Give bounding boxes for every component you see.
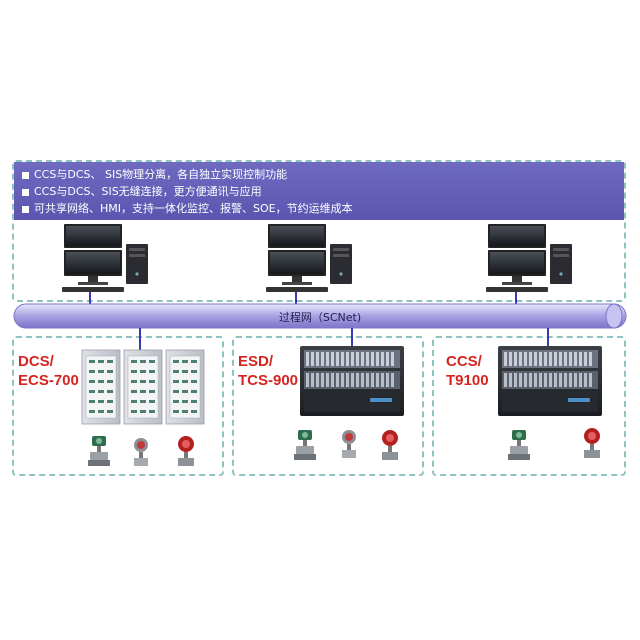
system-label-line: ECS-700: [18, 372, 79, 389]
system-label-line: ESD/: [238, 353, 274, 370]
workstation-icon: [266, 224, 352, 292]
ccs-label: CCS/ T9100: [446, 352, 489, 390]
system-label-line: DCS/: [18, 353, 54, 370]
pressure-transmitter-icon: [584, 428, 600, 458]
feature-bullet-2: CCS与DCS、SIS无缝连接，更方便通讯与应用: [22, 184, 262, 200]
feature-bullet-text: CCS与DCS、SIS无缝连接，更方便通讯与应用: [34, 185, 262, 198]
workstation-icon: [486, 224, 572, 292]
feature-bullet-3: 可共享网络、HMI，支持一体化监控、报警、SOE，节约运维成本: [22, 201, 353, 217]
pressure-transmitter-icon: [382, 430, 398, 460]
bullet-square-icon: [22, 171, 29, 179]
bullet-square-icon: [22, 205, 29, 213]
feature-bullet-text: CCS与DCS、 SIS物理分离，各自独立实现控制功能: [34, 168, 288, 181]
system-label-line: CCS/: [446, 353, 482, 370]
feature-bullet-1: CCS与DCS、 SIS物理分离，各自独立实现控制功能: [22, 167, 287, 183]
pressure-transmitter-icon: [294, 430, 316, 460]
pressure-transmitter-icon: [134, 438, 148, 466]
control-cabinet-icon: [81, 349, 121, 425]
compressor-control-rack-icon: [498, 346, 602, 416]
bus-end-cap: [605, 303, 623, 329]
bullet-square-icon: [22, 188, 29, 196]
workstation-icon: [62, 224, 148, 292]
pressure-transmitter-icon: [508, 430, 530, 460]
ccs-system-frame: [432, 336, 626, 476]
pressure-transmitter-icon: [88, 436, 110, 466]
workstation-area-frame: [12, 160, 626, 302]
dcs-system-frame: [12, 336, 224, 476]
safety-rack-icon: [300, 346, 404, 416]
pressure-transmitter-icon: [178, 436, 194, 466]
control-cabinet-icon: [165, 349, 205, 425]
feature-bullet-text: 可共享网络、HMI，支持一体化监控、报警、SOE，节约运维成本: [34, 202, 353, 215]
control-cabinet-icon: [123, 349, 163, 425]
system-label-line: TCS-900: [238, 372, 299, 389]
feature-banner: CCS与DCS、 SIS物理分离，各自独立实现控制功能 CCS与DCS、SIS无…: [14, 162, 624, 220]
network-label: 过程网（SCNet): [278, 311, 362, 324]
pressure-transmitter-icon: [342, 430, 356, 458]
system-label-line: T9100: [446, 372, 489, 389]
esd-label: ESD/ TCS-900: [238, 352, 298, 390]
dcs-label: DCS/ ECS-700: [18, 352, 79, 390]
process-network-bus: [13, 303, 627, 329]
esd-system-frame: [232, 336, 424, 476]
